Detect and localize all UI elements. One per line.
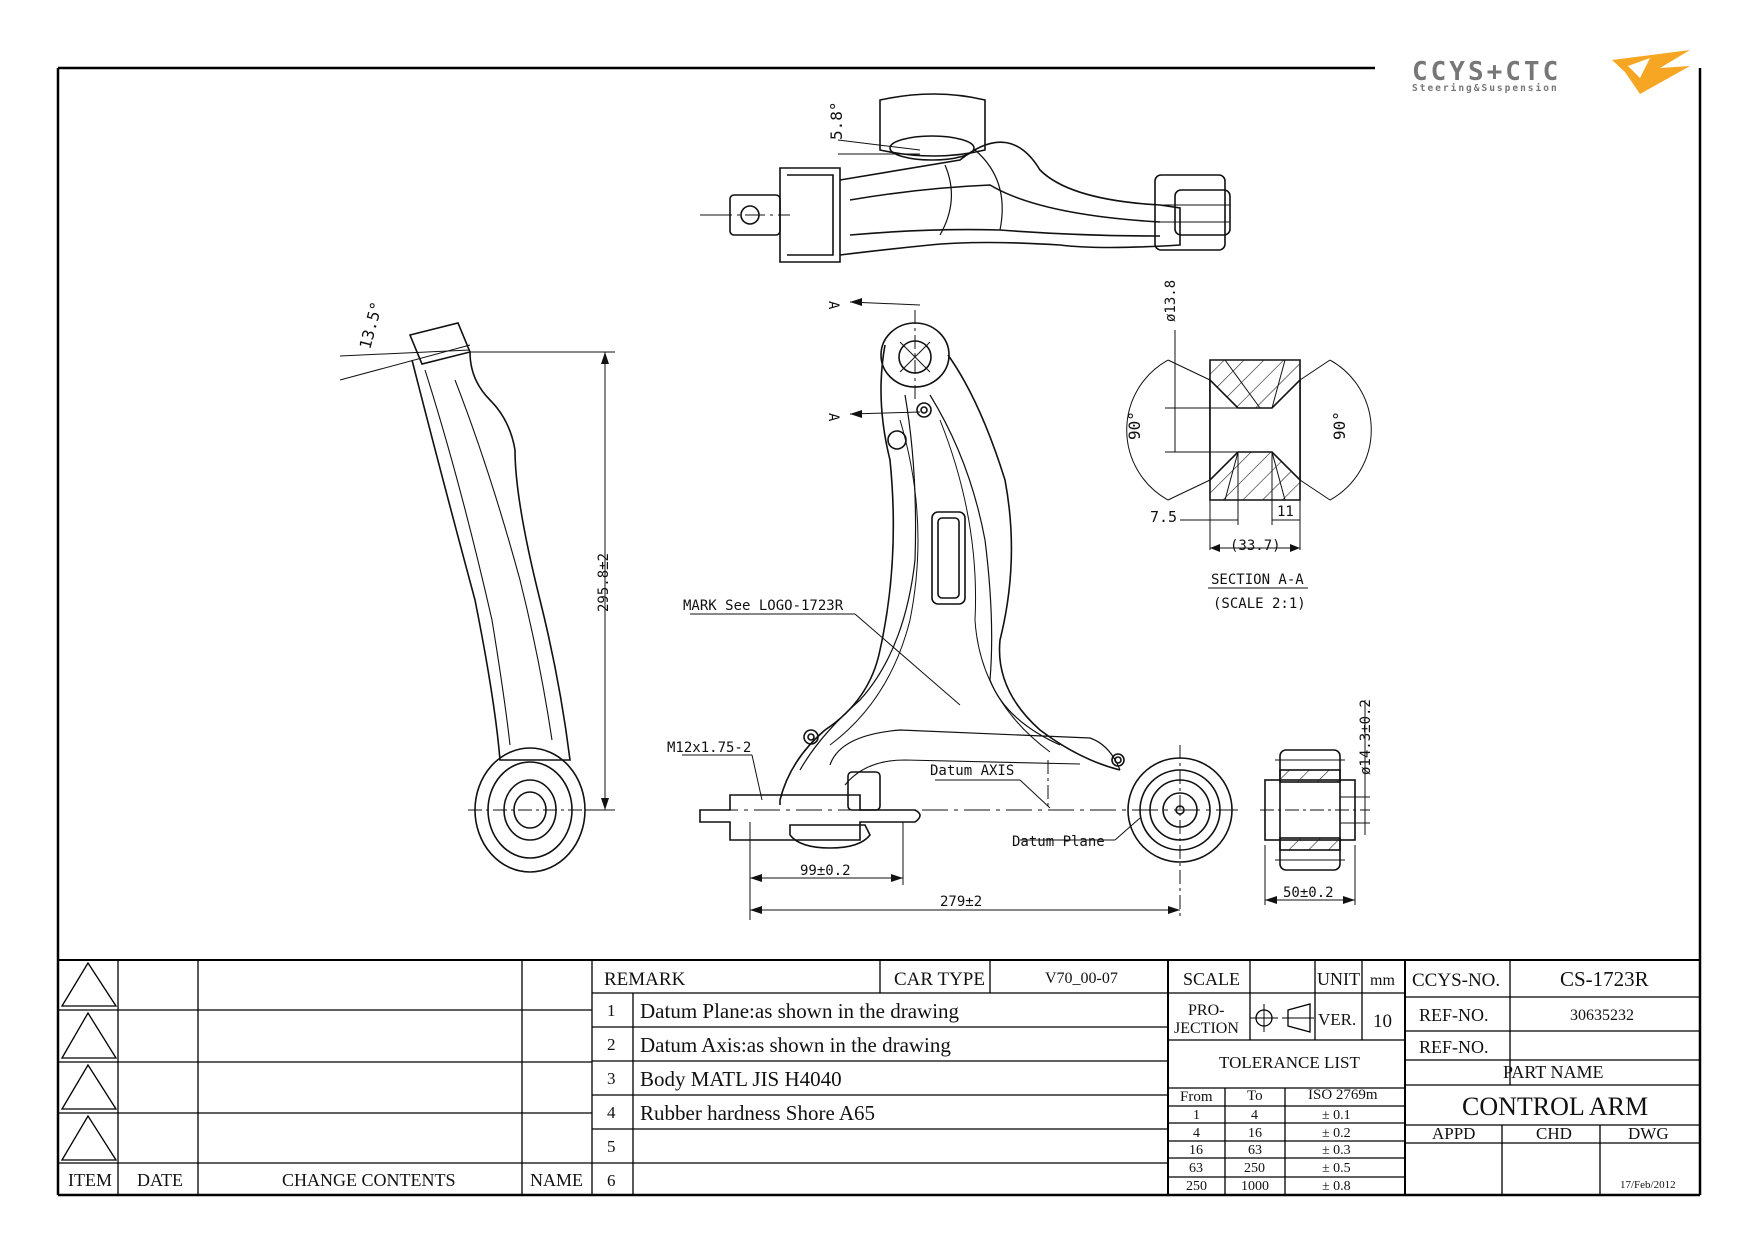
title-block-grid [58, 959, 1700, 1195]
ver-label: VER. [1318, 1010, 1356, 1029]
section-dim-7-5: 7.5 [1150, 508, 1177, 526]
tol-value: ± 0.3 [1322, 1143, 1351, 1158]
angle-top-label: 5.8° [827, 101, 846, 140]
datum-axis-label: Datum AXIS [930, 763, 1014, 779]
tol-value: ± 0.2 [1322, 1126, 1351, 1141]
rev-header-name: NAME [530, 1170, 583, 1190]
logo-mark-icon [1612, 50, 1690, 94]
section-mark-upper: A [825, 301, 841, 310]
remark-num: 2 [607, 1035, 616, 1054]
angle-side-label: 13.5° [356, 300, 387, 351]
chd-label: CHD [1536, 1124, 1572, 1143]
tol-from: 4 [1193, 1126, 1200, 1141]
dwg-label: DWG [1628, 1124, 1669, 1143]
scale-label: SCALE [1183, 969, 1240, 989]
remark-num: 3 [607, 1069, 616, 1088]
remark-text: Datum Axis:as shown in the drawing [640, 1033, 951, 1057]
remark-num: 1 [607, 1001, 616, 1020]
section-a-a [1126, 330, 1372, 589]
rev-header-item: ITEM [68, 1170, 112, 1190]
top-view [700, 93, 1231, 263]
section-scale: (SCALE 2:1) [1213, 596, 1306, 612]
section-title: SECTION A-A [1211, 572, 1304, 588]
projection-label: PRO- [1188, 1002, 1224, 1019]
ref-label: REF-NO. [1419, 1005, 1489, 1025]
dim-279-label: 279±2 [940, 894, 982, 910]
mark-note: MARK See LOGO-1723R [683, 598, 844, 614]
thread-note: M12x1.75-2 [667, 740, 751, 756]
dim-dia-14-label: ø14.3±0.2 [1358, 699, 1374, 775]
ref-label: REF-NO. [1419, 1037, 1489, 1057]
sheet-border [56, 66, 1702, 1197]
section-mark-lower: A [825, 413, 841, 422]
tol-header-from: From [1180, 1089, 1213, 1105]
section-angle-left: 90° [1125, 411, 1144, 440]
bushing-side-view [1260, 700, 1370, 905]
projection-label: JECTION [1174, 1020, 1239, 1037]
section-angle-right: 90° [1330, 411, 1349, 440]
tol-to: 250 [1244, 1161, 1265, 1176]
tol-header-iso: ISO 2769m [1308, 1087, 1378, 1103]
car-type-label: CAR TYPE [894, 969, 985, 990]
remark-text: Rubber hardness Shore A65 [640, 1101, 875, 1125]
ver-value: 10 [1373, 1011, 1392, 1032]
remark-text: Body MATL JIS H4040 [640, 1067, 842, 1091]
tol-from: 63 [1189, 1161, 1203, 1176]
tol-to: 63 [1248, 1143, 1262, 1158]
tol-from: 16 [1189, 1143, 1203, 1158]
ccys-label: CCYS-NO. [1412, 970, 1500, 991]
tol-to: 1000 [1241, 1179, 1269, 1194]
remark-num: 5 [607, 1137, 616, 1156]
datum-plane-label: Datum Plane [1012, 834, 1105, 850]
tolerance-title: TOLERANCE LIST [1219, 1053, 1360, 1072]
front-view [682, 298, 1238, 920]
ccys-value: CS-1723R [1560, 967, 1649, 991]
unit-value: mm [1370, 972, 1395, 989]
tol-value: ± 0.5 [1322, 1161, 1351, 1176]
tol-to: 4 [1251, 1108, 1258, 1123]
remark-text: Datum Plane:as shown in the drawing [640, 999, 960, 1023]
remark-header: REMARK [604, 969, 686, 990]
tol-value: ± 0.8 [1322, 1179, 1351, 1194]
tol-value: ± 0.1 [1322, 1108, 1351, 1123]
tol-to: 16 [1248, 1126, 1262, 1141]
remark-num: 6 [607, 1171, 616, 1190]
company-logo: CCYS+CTC Steering&Suspension [1412, 50, 1690, 94]
drawing-date: 17/Feb/2012 [1620, 1179, 1676, 1191]
remark-num: 4 [607, 1103, 616, 1122]
svg-text:CCYS+CTC: CCYS+CTC [1412, 57, 1561, 87]
tol-header-to: To [1247, 1088, 1263, 1104]
part-name-label: PART NAME [1503, 1062, 1603, 1082]
dim-99-label: 99±0.2 [800, 863, 851, 879]
ref-value: 30635232 [1570, 1007, 1634, 1024]
tol-from: 250 [1186, 1179, 1207, 1194]
section-dia-label: ø13.8 [1163, 280, 1179, 322]
side-view [339, 322, 615, 873]
unit-label: UNIT [1317, 969, 1360, 989]
rev-header-change: CHANGE CONTENTS [282, 1170, 456, 1190]
section-dim-33-7: (33.7) [1230, 538, 1281, 554]
dim-50-label: 50±0.2 [1283, 885, 1334, 901]
svg-text:Steering&Suspension: Steering&Suspension [1412, 83, 1559, 94]
height-dimension-label: 295.8±2 [596, 553, 612, 612]
car-type-value: V70_00-07 [1045, 970, 1118, 987]
part-name: CONTROL ARM [1462, 1092, 1648, 1121]
appd-label: APPD [1432, 1124, 1475, 1143]
tol-from: 1 [1193, 1108, 1200, 1123]
section-dim-11: 11 [1277, 504, 1294, 520]
rev-header-date: DATE [137, 1170, 183, 1190]
